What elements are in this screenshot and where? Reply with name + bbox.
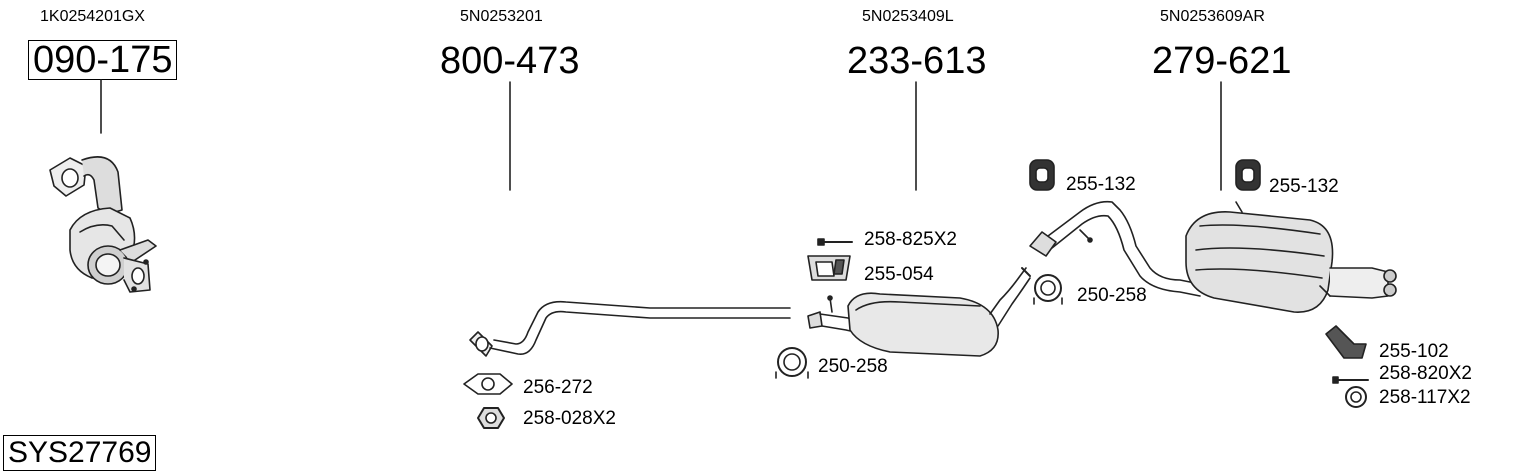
mount-bracket-icon[interactable] xyxy=(807,255,851,281)
washer-icon[interactable] xyxy=(1345,386,1367,408)
center-silencer-part[interactable] xyxy=(807,267,1031,357)
accessory-label-clamp-rear[interactable]: 250-258 xyxy=(1077,285,1147,306)
rear-silencer-part[interactable] xyxy=(1185,201,1397,313)
oem-number-rear-silencer: 5N0253609AR xyxy=(1160,8,1265,25)
bracket-icon[interactable] xyxy=(1325,325,1367,359)
oem-number-catalyst: 1K0254201GX xyxy=(40,8,145,25)
catalyst-part[interactable] xyxy=(49,156,157,293)
accessory-label-gasket[interactable]: 256-272 xyxy=(523,377,593,398)
bolt-rear-icon[interactable] xyxy=(1332,376,1369,384)
rear-pipe-part[interactable] xyxy=(1029,200,1201,297)
part-number-center-silencer[interactable]: 233-613 xyxy=(847,40,987,82)
accessory-label-rubber-mount-2[interactable]: 255-132 xyxy=(1269,176,1339,197)
system-code: SYS27769 xyxy=(3,435,157,471)
part-number-catalyst[interactable]: 090-175 xyxy=(28,40,178,80)
rubber-mount-icon-1[interactable] xyxy=(1029,159,1055,191)
clamp-icon-front[interactable] xyxy=(775,347,809,379)
accessory-label-bracket[interactable]: 255-102 xyxy=(1379,341,1449,362)
oem-number-front-pipe: 5N0253201 xyxy=(460,8,543,25)
accessory-label-clamp-front[interactable]: 250-258 xyxy=(818,356,888,377)
rubber-mount-icon-2[interactable] xyxy=(1235,159,1261,191)
nut-icon[interactable] xyxy=(477,407,505,429)
accessory-label-bolt-rear[interactable]: 258-820X2 xyxy=(1379,363,1472,384)
accessory-label-washer[interactable]: 258-117X2 xyxy=(1379,387,1471,408)
accessory-label-rubber-mount-1[interactable]: 255-132 xyxy=(1066,174,1136,195)
front-pipe-part[interactable] xyxy=(469,300,791,357)
clamp-icon-rear[interactable] xyxy=(1033,274,1063,305)
part-number-rear-silencer[interactable]: 279-621 xyxy=(1152,40,1292,82)
bolt-icon[interactable] xyxy=(817,238,853,246)
oem-number-center-silencer: 5N0253409L xyxy=(862,8,954,25)
accessory-label-bolt[interactable]: 258-825X2 xyxy=(864,229,957,250)
accessory-label-mount-bracket[interactable]: 255-054 xyxy=(864,264,934,285)
accessory-label-nut[interactable]: 258-028X2 xyxy=(523,408,616,429)
part-number-front-pipe[interactable]: 800-473 xyxy=(440,40,580,82)
gasket-icon[interactable] xyxy=(463,373,513,395)
